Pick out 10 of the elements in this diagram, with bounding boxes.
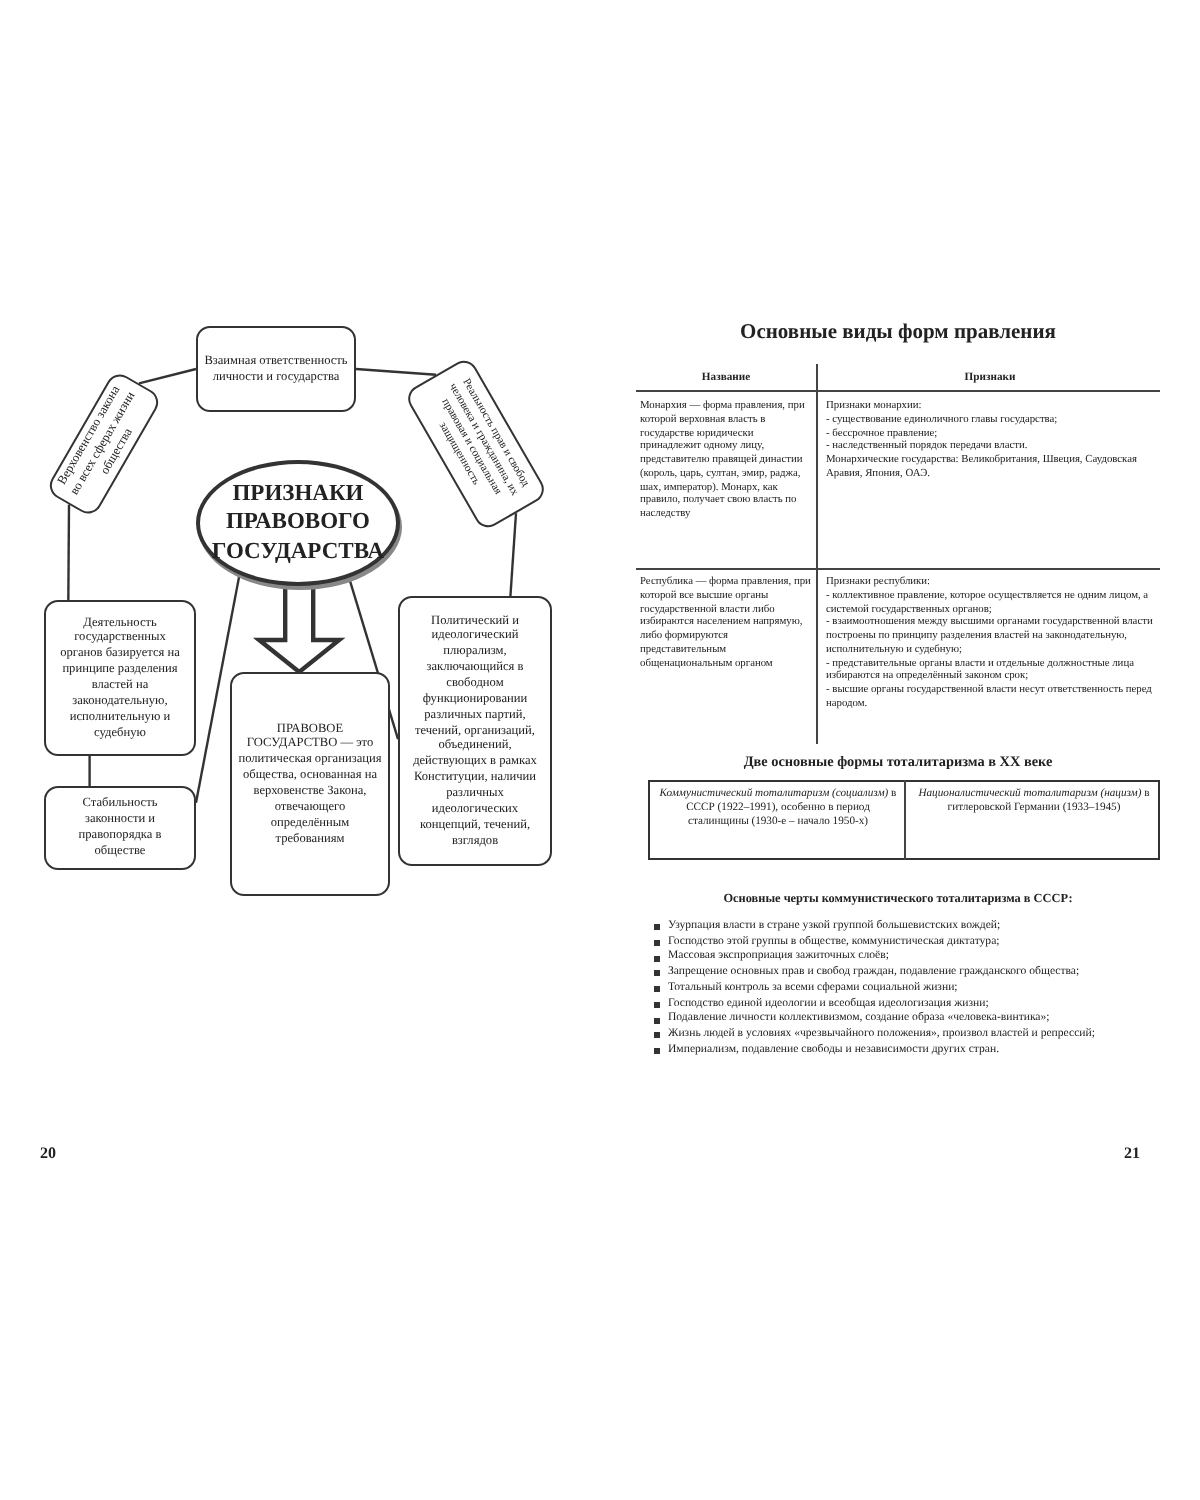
- connector-line: [194, 574, 241, 804]
- connector-line: [355, 367, 437, 376]
- connector-line: [67, 504, 71, 600]
- connector-line: [509, 513, 518, 597]
- page-number: 21: [1124, 1144, 1142, 1162]
- title-ellipse: ПРИЗНАКИ ПРАВОВОГО ГОСУДАРСТВА: [196, 460, 400, 586]
- section-heading: Основные виды форм правления: [738, 322, 1058, 344]
- connector-line: [88, 756, 91, 786]
- page-number: 20: [40, 1144, 58, 1162]
- connector-line: [138, 367, 197, 385]
